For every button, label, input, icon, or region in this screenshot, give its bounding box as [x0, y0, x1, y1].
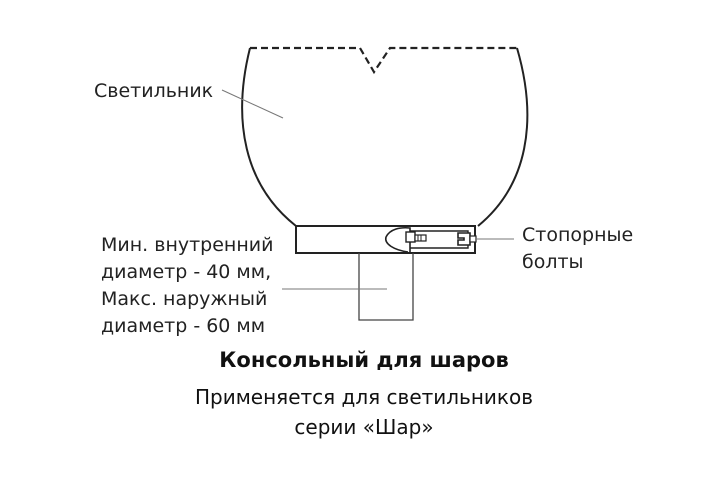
lamp-leader-line	[221, 89, 284, 119]
stop-bolt-left	[405, 231, 427, 243]
caption-subtitle-line1: Применяется для светильников	[194, 385, 534, 409]
caption-title: Консольный для шаров	[219, 348, 509, 372]
globe-outline	[241, 47, 529, 227]
bracket-arm	[358, 253, 414, 321]
stop-bolt-right	[457, 232, 477, 246]
globe-top-dashed-edge	[250, 46, 517, 75]
bracket-inner-sleeve	[384, 225, 476, 253]
label-lamp: Светильник	[94, 80, 214, 102]
label-diameter-line1: Мин. внутренний	[101, 234, 274, 256]
label-diameter-line2: диаметр - 40 мм,	[101, 261, 272, 283]
label-stop-bolts-line2: болты	[522, 251, 584, 273]
caption-subtitle-line2: серии «Шар»	[294, 415, 434, 439]
label-stop-bolts-line1: Стопорные	[522, 224, 634, 246]
label-diameter-line4: диаметр - 60 мм	[101, 315, 266, 337]
label-diameter-line3: Макс. наружный	[101, 288, 268, 310]
